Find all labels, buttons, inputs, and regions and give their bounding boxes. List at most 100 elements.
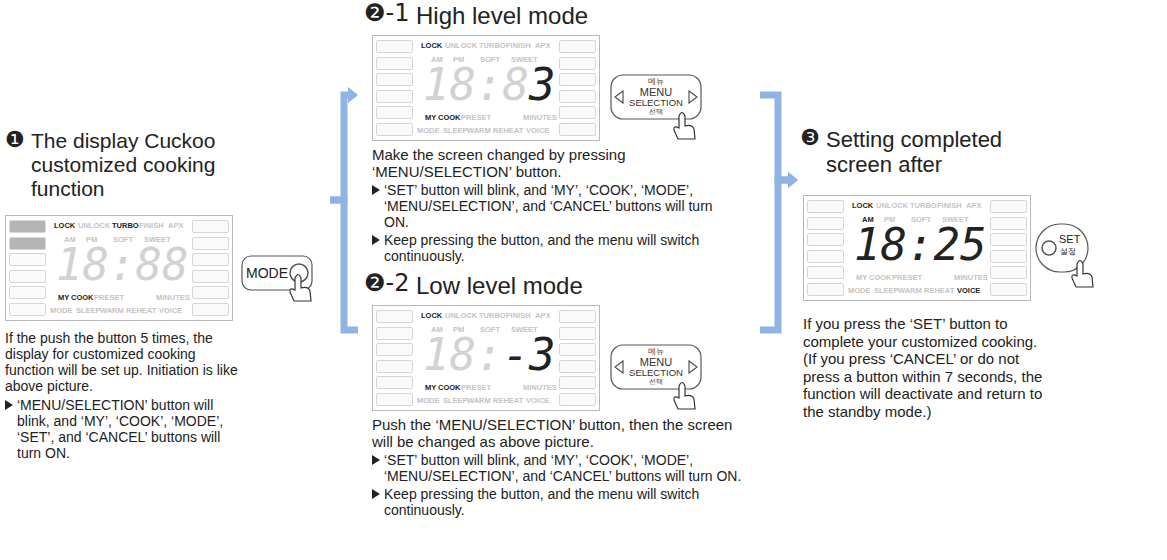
menu-tile (990, 266, 1027, 279)
menu-tile (192, 270, 229, 283)
bullet-triangle (372, 489, 380, 499)
menu-tile (376, 40, 413, 53)
menu-tile (559, 310, 596, 323)
button-frame (611, 75, 701, 119)
menu-tile (376, 343, 413, 356)
digit-text: 3 (529, 63, 556, 107)
menu-tile (376, 327, 413, 340)
indicator-label: SLEEP (874, 287, 899, 296)
button-label: MENU (640, 87, 672, 99)
step-panel: ❷-1High level modeMake the screen change… (360, 0, 760, 268)
indicator-label: VOICE (526, 397, 549, 406)
indicator-label: AM (862, 216, 874, 225)
menu-tile (807, 217, 844, 230)
digit-text: 18:88 (56, 243, 188, 287)
indicator-label: PM (453, 326, 464, 335)
indicator-label: SWEET (511, 326, 538, 335)
menu-tile (990, 283, 1027, 296)
indicator-label: COOK (71, 294, 94, 303)
menu-tile (192, 220, 229, 233)
control-button: MODE (241, 255, 313, 291)
arrow-head (348, 87, 358, 103)
bullet-triangle (372, 455, 380, 465)
indicator-label: SOFT (480, 326, 500, 335)
indicator-label: PM (86, 236, 97, 245)
flow-bracket (760, 172, 798, 330)
indicator-label: SWEET (942, 216, 969, 225)
indicator-label: REHEAT (924, 287, 954, 296)
flow-bracket (330, 200, 358, 330)
menu-tile (376, 393, 413, 406)
bracket-line (760, 95, 789, 180)
menu-tile (9, 237, 46, 250)
button-label: MODE (246, 265, 288, 281)
step-panel: ❷-2Low level modePush the ‘MENU/SELECTIO… (360, 270, 760, 558)
menu-tile (192, 237, 229, 250)
indicator-label: MODE (417, 397, 440, 406)
lcd-display: 18:25LOCKUNLOCKTURBOFINISHAPXAMPMSOFTSWE… (803, 195, 1031, 301)
menu-tile (9, 220, 46, 233)
digit-text: 18:8 (423, 63, 529, 107)
indicator-label: APX (168, 222, 183, 231)
indicator-label: SOFT (113, 236, 133, 245)
bullet-note: Keep pressing the button, and the menu w… (384, 232, 758, 264)
pressing-hand (290, 275, 311, 302)
digit-text: 18: (423, 333, 502, 377)
step-description: If you press the ‘SET’ button to complet… (803, 315, 1043, 420)
indicator-label: AM (431, 326, 443, 335)
menu-tile (990, 233, 1027, 246)
indicator-label: PM (884, 216, 895, 225)
indicator-label: TURBO (112, 222, 139, 231)
menu-tile (559, 327, 596, 340)
step-heading: The display Cuckoo customized cooking fu… (31, 129, 256, 201)
step-number: ❸ (800, 125, 820, 150)
indicator-label: REHEAT (493, 397, 523, 406)
bullet-note: Keep pressing the button, and the menu w… (384, 486, 758, 518)
menu-tile (990, 250, 1027, 263)
indicator-label: SLEEP (443, 127, 468, 136)
step-description: Push the ‘MENU/SELECTION’ button, then t… (372, 416, 757, 450)
indicator-label: WARM (898, 287, 922, 296)
indicator-label: WARM (467, 127, 491, 136)
menu-tile (559, 360, 596, 373)
indicator-label: PRESET (461, 384, 491, 393)
menu-tile (807, 283, 844, 296)
bullet-note: ‘SET’ button will blink, and ‘MY’, ‘COOK… (384, 452, 758, 484)
step-heading: High level mode (416, 2, 736, 30)
button-label-stack: 메뉴MENUSELECTION선택 (624, 343, 688, 391)
indicator-label: LOCK (421, 42, 442, 51)
menu-tile (990, 200, 1027, 213)
bracket-line (760, 180, 789, 330)
indicator-label: UNLOCK (78, 222, 110, 231)
menu-tile (9, 270, 46, 283)
indicator-label: SOFT (911, 216, 931, 225)
button-label: 선택 (649, 108, 663, 115)
indicator-label: UNLOCK (445, 312, 477, 321)
bullet-note: ‘SET’ button will blink, and ‘MY’, ‘COOK… (384, 182, 739, 230)
menu-tile (807, 266, 844, 279)
indicator-label: MY (425, 384, 436, 393)
indicator-label: SLEEP (443, 397, 468, 406)
menu-tile (376, 360, 413, 373)
menu-tile (559, 40, 596, 53)
step-number: ❷-2 (364, 270, 409, 298)
button-label: 메뉴 (648, 78, 664, 86)
indicator-label: MODE (50, 307, 73, 316)
bracket-line (330, 200, 358, 330)
indicator-label: SLEEP (76, 307, 101, 316)
indicator-label: APX (535, 42, 550, 51)
flow-bracket (760, 95, 798, 188)
bullet-triangle (5, 400, 13, 410)
menu-tile (9, 286, 46, 299)
indicator-label: PRESET (94, 294, 124, 303)
digit-text: -3 (502, 333, 555, 377)
indicator-label: COOK (438, 114, 461, 123)
indicator-label: MY (58, 294, 69, 303)
pressing-hand (674, 383, 695, 410)
menu-tile (559, 57, 596, 70)
right-arrow (689, 361, 697, 373)
indicator-label: VOICE (159, 307, 182, 316)
digit-text: 18:25 (854, 223, 986, 267)
indicator-label: MINUTES (523, 114, 557, 123)
step-number: ❷-1 (364, 0, 409, 28)
